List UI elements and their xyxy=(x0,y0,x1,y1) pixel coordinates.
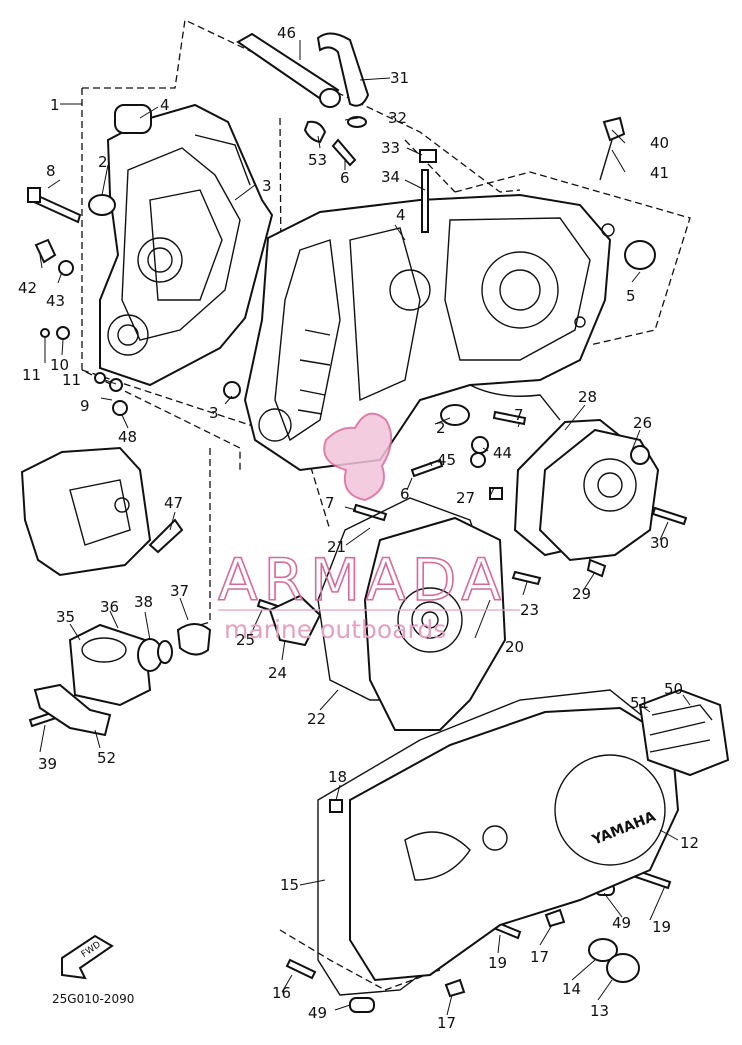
callout-44: 44 xyxy=(493,444,512,462)
callout-47: 47 xyxy=(164,494,183,512)
callout-10: 10 xyxy=(50,356,69,374)
guard-panel xyxy=(20,446,184,577)
callout-32: 32 xyxy=(388,109,407,127)
callout-19b: 19 xyxy=(488,954,507,972)
callout-11b: 11 xyxy=(62,371,81,389)
callout-4b: 4 xyxy=(396,206,406,224)
callout-31: 31 xyxy=(390,69,409,87)
callout-labels: 46 31 32 4 1 2 3 8 42 43 10 11 11 9 3 48… xyxy=(18,24,699,1032)
callout-49b: 49 xyxy=(308,1004,327,1022)
watermark-tagline: marine outboards xyxy=(224,615,446,644)
leader-lines xyxy=(39,40,691,1016)
callout-8: 8 xyxy=(46,162,56,180)
left-crankcase xyxy=(88,103,274,387)
callout-6: 6 xyxy=(340,169,350,187)
callout-45: 45 xyxy=(437,451,456,469)
callout-42: 42 xyxy=(18,279,37,297)
callout-24: 24 xyxy=(268,664,287,682)
callout-13: 13 xyxy=(590,1002,609,1020)
callout-17a: 17 xyxy=(530,948,549,966)
callout-41: 41 xyxy=(650,164,669,182)
callout-2: 2 xyxy=(98,153,108,171)
callout-11a: 11 xyxy=(22,366,41,384)
callout-9: 9 xyxy=(80,397,90,415)
callout-17b: 17 xyxy=(437,1014,456,1032)
middle-cover-assembly xyxy=(268,497,507,731)
callout-26: 26 xyxy=(633,414,652,432)
callout-14: 14 xyxy=(562,980,581,998)
callout-20: 20 xyxy=(505,638,524,656)
callout-30: 30 xyxy=(650,534,669,552)
callout-12: 12 xyxy=(680,834,699,852)
callout-50: 50 xyxy=(664,680,683,698)
callout-29: 29 xyxy=(572,585,591,603)
callout-5: 5 xyxy=(626,287,636,305)
callout-7: 7 xyxy=(514,406,524,424)
callout-33: 33 xyxy=(381,139,400,157)
callout-40: 40 xyxy=(650,134,669,152)
callout-18: 18 xyxy=(328,768,347,786)
callout-53: 53 xyxy=(308,151,327,169)
hoses xyxy=(236,32,370,128)
callout-49a: 49 xyxy=(612,914,631,932)
outer-cover: YAMAHA xyxy=(317,688,730,996)
starter-assembly xyxy=(33,623,212,737)
callout-27: 27 xyxy=(456,489,475,507)
watermark-name: ARMADA xyxy=(218,546,507,614)
callout-4: 4 xyxy=(160,96,170,114)
callout-43: 43 xyxy=(46,292,65,310)
callout-51: 51 xyxy=(630,694,649,712)
fwd-arrow: FWD xyxy=(61,934,114,980)
callout-36: 36 xyxy=(100,598,119,616)
callout-3: 3 xyxy=(262,177,272,195)
callout-21: 21 xyxy=(327,538,346,556)
callout-2b: 2 xyxy=(436,419,446,437)
callout-7b: 7 xyxy=(325,494,335,512)
callout-46: 46 xyxy=(277,24,296,42)
callout-34: 34 xyxy=(381,168,400,186)
callout-3b: 3 xyxy=(209,404,219,422)
callout-25: 25 xyxy=(236,631,255,649)
watermark-logo-icon xyxy=(323,412,393,502)
callout-22: 22 xyxy=(307,710,326,728)
callout-39: 39 xyxy=(38,755,57,773)
callout-52: 52 xyxy=(97,749,116,767)
callout-15: 15 xyxy=(280,876,299,894)
diagram-code: 25G010-2090 xyxy=(52,992,134,1006)
callout-48: 48 xyxy=(118,428,137,446)
callout-23: 23 xyxy=(520,601,539,619)
callout-37: 37 xyxy=(170,582,189,600)
callout-16: 16 xyxy=(272,984,291,1002)
callout-35: 35 xyxy=(56,608,75,626)
watermark: ARMADA marine outboards xyxy=(217,412,520,644)
callout-28: 28 xyxy=(578,388,597,406)
callout-6b: 6 xyxy=(400,485,410,503)
callout-19a: 19 xyxy=(652,918,671,936)
callout-38: 38 xyxy=(134,593,153,611)
rear-cover-assembly xyxy=(513,418,660,562)
right-crankcase xyxy=(243,193,656,472)
callout-1: 1 xyxy=(50,96,60,114)
